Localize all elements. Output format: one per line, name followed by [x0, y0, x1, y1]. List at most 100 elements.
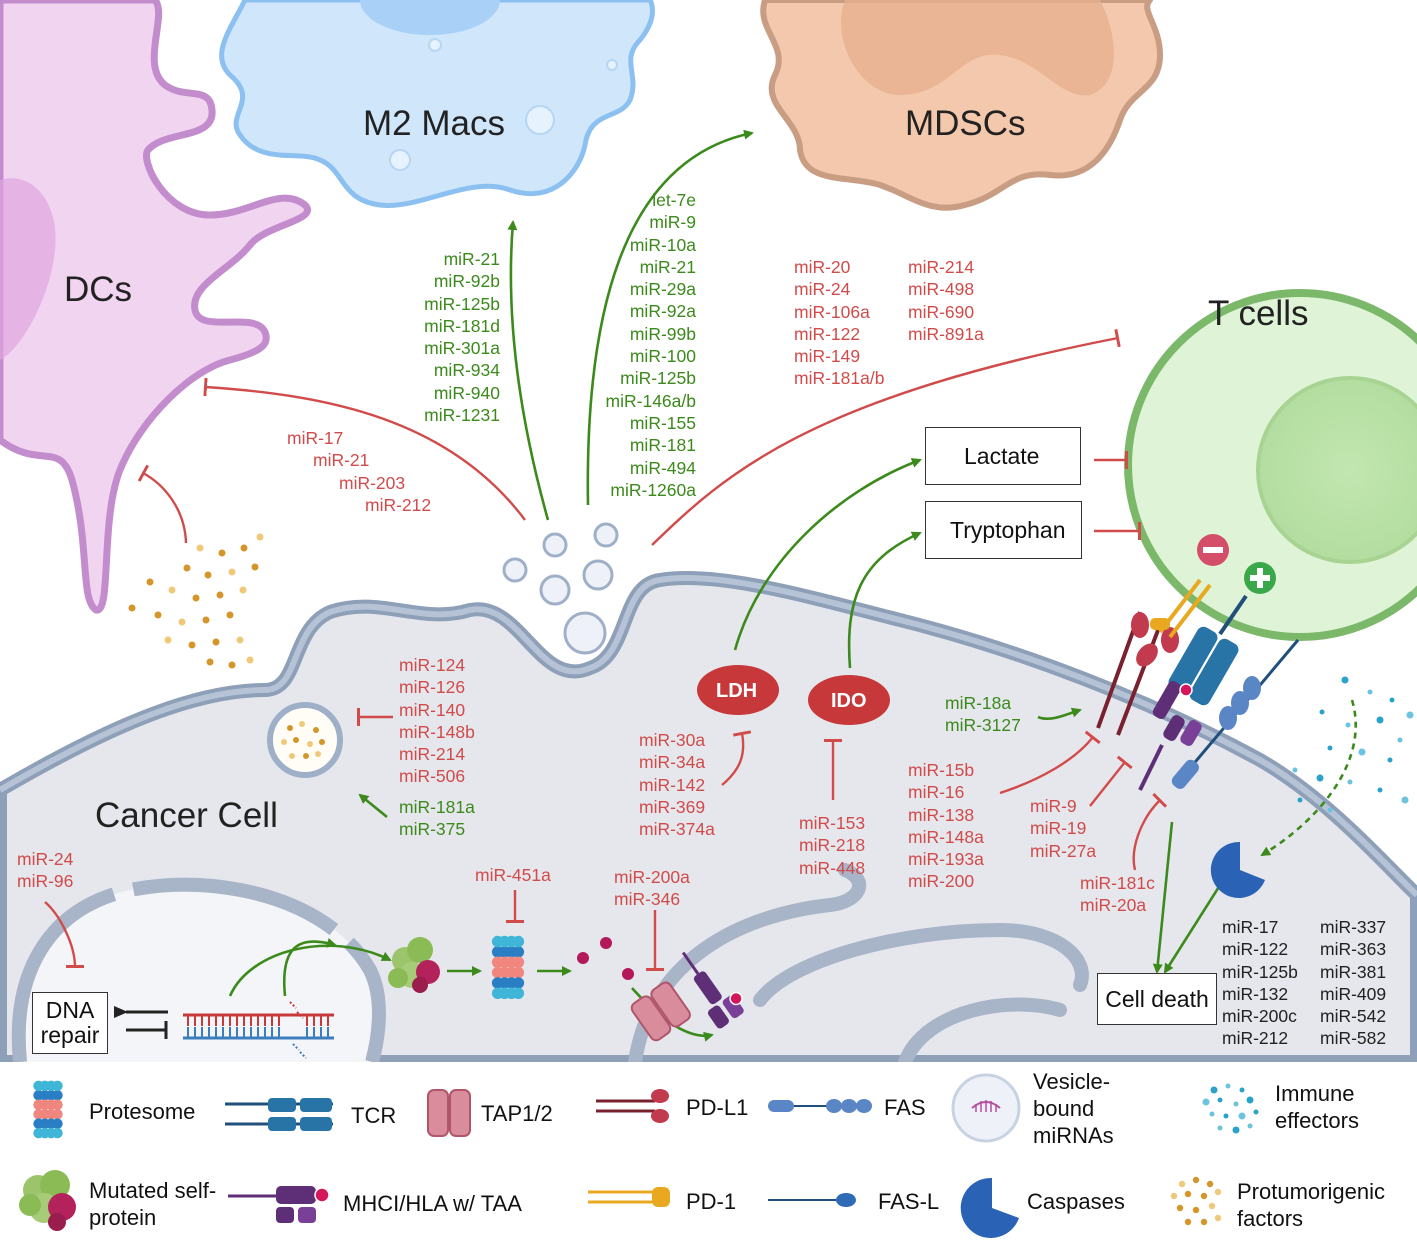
factor-dot — [216, 591, 224, 599]
t-cell-nucleus — [1256, 376, 1417, 564]
factor-dot — [128, 604, 136, 612]
mirna-item: miR-542 — [1320, 1006, 1387, 1027]
factor-dot — [168, 586, 176, 594]
factor-dot — [1184, 1218, 1192, 1226]
dna-strand — [183, 1001, 334, 1059]
pd-1-receptor — [1150, 578, 1212, 639]
proteasome-subunit — [512, 935, 525, 948]
legend-proteasome-icon — [33, 1080, 63, 1139]
mirna-item: miR-346 — [614, 889, 681, 910]
fas-receptor — [1171, 639, 1300, 789]
immune-dot — [1401, 796, 1409, 804]
immune-dot — [1292, 767, 1298, 773]
mirna-item: miR-374a — [639, 819, 715, 840]
legend-fas-label: FAS — [884, 1095, 926, 1120]
mirna-item: miR-381 — [1320, 961, 1387, 982]
mirna-item: miR-140 — [399, 699, 466, 720]
mirna-item: miR-181 — [629, 435, 696, 456]
immune-dot — [1223, 1113, 1229, 1119]
m2-mac-nucleus — [360, 0, 500, 35]
cell-death-box: Cell death — [1097, 973, 1217, 1025]
mirna-item: miR-155 — [629, 412, 696, 433]
factor-dot — [1192, 1176, 1200, 1184]
legend-immune-label: Immune effectors — [1275, 1081, 1359, 1133]
factor-dot — [1206, 1180, 1214, 1188]
mirna-item: miR-125b — [620, 368, 696, 389]
proteasome-subunit — [512, 956, 525, 968]
immune-dot — [1358, 748, 1366, 756]
factor-dot — [1214, 1188, 1222, 1196]
cell-death-label: Cell death — [1105, 985, 1209, 1012]
factor-dot — [154, 611, 162, 619]
factor-dot — [293, 737, 299, 743]
factor-dot — [1176, 1204, 1184, 1212]
cancer-cell-label: Cancer Cell — [95, 796, 278, 835]
tryptophan-label: Tryptophan — [950, 516, 1066, 543]
mirna-item: miR-200c — [1222, 1006, 1297, 1027]
proteasome-subunit — [52, 1090, 63, 1101]
mirna-item: miR-18a — [945, 693, 1012, 713]
mirna-item: miR-498 — [908, 279, 975, 300]
mirna-item: miR-100 — [629, 346, 696, 367]
dna-break-fragment — [299, 1051, 307, 1059]
immune-dot — [1367, 689, 1373, 695]
mirna-item: miR-24 — [794, 279, 851, 300]
factor-dot — [202, 616, 210, 624]
immune-dot — [1389, 697, 1395, 703]
mirna-item: miR-9 — [1030, 796, 1077, 816]
mirna-item: miR-21 — [443, 249, 500, 269]
factor-dot — [183, 564, 191, 572]
mirna-item: miR-142 — [639, 774, 706, 795]
mirna-item: miR-212 — [365, 494, 432, 515]
immune-dot — [1345, 722, 1351, 728]
mirna-item: miR-363 — [1320, 939, 1387, 960]
factor-dot — [188, 641, 196, 649]
mirna-item: miR-212 — [1222, 1028, 1289, 1049]
legend-vesicle-label: Vesicle- bound miRNAs — [1033, 1069, 1114, 1148]
mirna-item: miR-940 — [433, 382, 500, 403]
legend-tap-icon — [427, 1089, 471, 1137]
factor-dot — [228, 661, 236, 669]
legend-mhc-label: MHCI/HLA w/ TAA — [343, 1191, 522, 1216]
lactate-box: Lactate — [925, 427, 1081, 485]
mirna-item: miR-17 — [1222, 917, 1279, 937]
mirna-item: miR-181c — [1080, 873, 1155, 893]
mirna-item: miR-146a/b — [605, 390, 696, 411]
dc-nucleus — [0, 178, 56, 360]
mirna-item: miR-3127 — [945, 715, 1021, 736]
mirna-item: miR-193a — [908, 849, 984, 870]
factor-dot — [319, 739, 325, 745]
factor-dot — [1170, 1192, 1178, 1200]
legend-pd-1-icon — [588, 1187, 670, 1207]
factor-dot — [287, 725, 293, 731]
legend-tcr-label: TCR — [351, 1103, 397, 1128]
red-inhibition-lines — [44, 328, 1168, 971]
tryptophan-box: Tryptophan — [925, 501, 1082, 559]
ido-label: IDO — [831, 690, 867, 712]
mirna-item: miR-690 — [908, 301, 975, 322]
proteasome — [491, 935, 525, 1000]
mirna-item: miR-153 — [799, 813, 866, 833]
factor-dot — [239, 586, 247, 594]
dna-repair-label: DNA repair — [40, 997, 100, 1048]
mirna-item: miR-218 — [799, 835, 866, 856]
mirna-item: miR-20a — [1080, 895, 1147, 916]
mirna-item: miR-17 — [287, 428, 344, 448]
ldh-enzyme — [697, 665, 779, 715]
immune-dot — [1253, 1109, 1259, 1115]
stimulatory-signal-icon — [1244, 562, 1276, 594]
mirna-item: miR-337 — [1320, 917, 1387, 937]
legend-caspases-label: Caspases — [1027, 1189, 1125, 1214]
proteasome-subunit — [512, 977, 525, 989]
factor-dot — [226, 611, 234, 619]
factor-dot — [1214, 1214, 1222, 1222]
proteasome-subunit — [52, 1108, 63, 1120]
immune-dot — [1217, 1125, 1223, 1131]
vesicle-bound-mirnas — [502, 522, 619, 655]
